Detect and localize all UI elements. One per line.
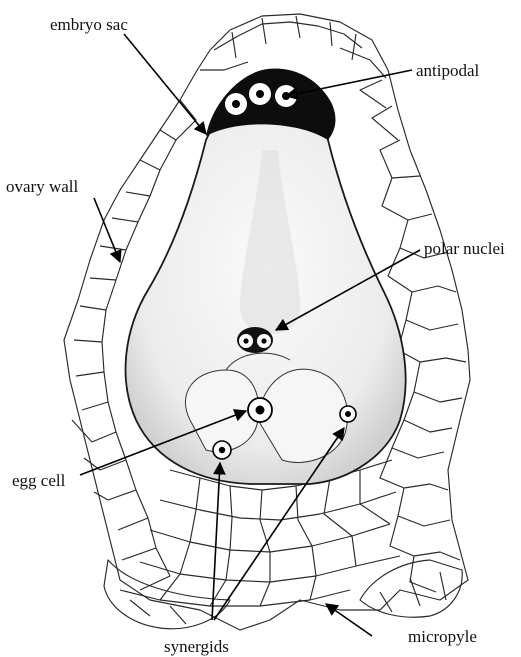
label-embryo-sac: embryo sac	[50, 15, 128, 34]
egg-cell-nucleus	[248, 398, 272, 422]
arrow-embryo-sac	[124, 34, 206, 134]
embryo-sac	[126, 92, 406, 484]
polar-nuclei	[237, 327, 273, 353]
arrow-micropyle	[326, 604, 372, 636]
label-ovary-wall: ovary wall	[6, 177, 79, 196]
label-synergids: synergids	[164, 637, 229, 656]
label-antipodal: antipodal	[416, 61, 480, 80]
arrow-ovary-wall	[94, 198, 120, 262]
label-polar-nuclei: polar nuclei	[424, 239, 505, 258]
label-egg-cell: egg cell	[12, 471, 66, 490]
label-micropyle: micropyle	[408, 627, 477, 646]
